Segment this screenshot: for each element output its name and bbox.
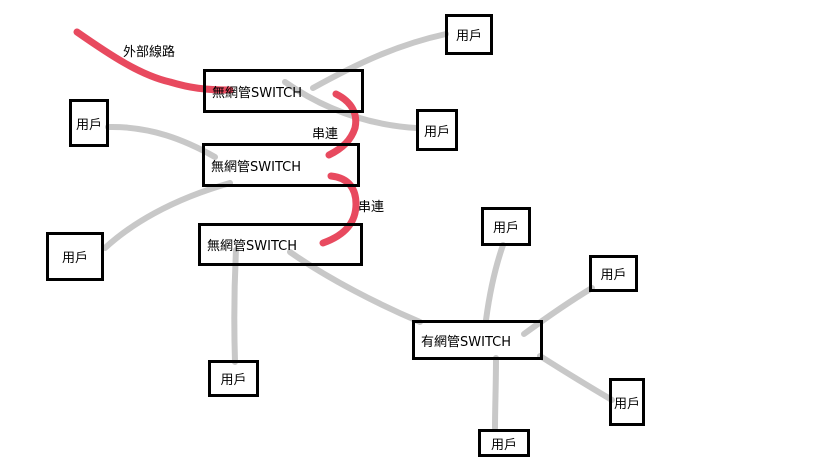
- cable-sw2-user-left: [105, 123, 218, 160]
- switch-label: 有網管SWITCH: [421, 334, 511, 350]
- user-label: 用戶: [492, 221, 519, 236]
- cable-sw3-sw4: [287, 249, 423, 325]
- user-box: 用戶: [589, 255, 638, 292]
- user-box: 用戶: [445, 14, 493, 55]
- user-box: 用戶: [416, 109, 458, 151]
- user-box: 用戶: [69, 99, 109, 147]
- user-label: 用戶: [220, 373, 247, 388]
- user-box: 用戶: [478, 429, 530, 457]
- switch-label: 無網管SWITCH: [212, 85, 302, 101]
- user-label: 用戶: [613, 396, 640, 412]
- user-label: 用戶: [61, 251, 88, 266]
- cable-sw2-user-bottomleft: [102, 180, 233, 251]
- user-label: 用戶: [490, 437, 517, 453]
- cascade-line-2: [319, 172, 360, 247]
- switch-label: 無網管SWITCH: [211, 159, 301, 175]
- user-label: 用戶: [455, 29, 482, 44]
- user-label: 用戶: [75, 117, 102, 133]
- user-box: 用戶: [481, 207, 531, 246]
- user-box: 用戶: [609, 378, 645, 426]
- cascade-line-1: [325, 90, 360, 159]
- cascade-label: 串連: [312, 127, 339, 142]
- managed-switch-box: 有網管SWITCH: [412, 320, 543, 360]
- switch-label: 無網管SWITCH: [207, 239, 297, 254]
- cable-sw1-user-top: [310, 31, 449, 91]
- cable-sw1-user-right: [282, 79, 419, 131]
- switch-box: 無網管SWITCH: [198, 223, 363, 266]
- switch-box: 無網管SWITCH: [203, 69, 364, 113]
- switch-box: 無網管SWITCH: [202, 143, 360, 187]
- cable-sw4-user-top: [483, 242, 506, 323]
- cable-sw4-user-bottom: [492, 355, 499, 431]
- cable-sw3-user-bottom: [231, 247, 239, 365]
- cable-sw4-user-bottomright: [537, 353, 615, 403]
- user-label: 用戶: [423, 124, 450, 140]
- user-box: 用戶: [46, 232, 104, 281]
- user-label: 用戶: [600, 268, 627, 283]
- cable-sw4-user-right: [521, 285, 595, 337]
- external-line-label: 外部線路: [123, 45, 176, 60]
- user-box: 用戶: [208, 360, 259, 397]
- external-line: [73, 28, 234, 94]
- cascade-label: 串連: [358, 200, 385, 215]
